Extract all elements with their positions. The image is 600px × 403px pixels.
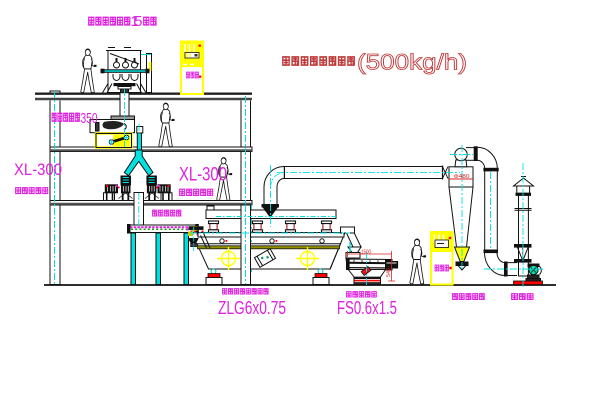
svg-text:1500: 1500: [361, 249, 371, 255]
svg-text:ZLG6x0.75: ZLG6x0.75: [218, 298, 286, 318]
svg-text:XL-300: XL-300: [14, 160, 62, 179]
svg-text:350: 350: [81, 111, 98, 127]
svg-text:1.5: 1.5: [131, 14, 143, 30]
svg-text:(500kg/h): (500kg/h): [357, 50, 467, 75]
svg-text:545: 545: [386, 268, 392, 277]
svg-text:Φ480: Φ480: [454, 174, 470, 180]
svg-text:XL-300: XL-300: [179, 165, 227, 186]
svg-text:FS0.6x1.5: FS0.6x1.5: [337, 298, 397, 318]
